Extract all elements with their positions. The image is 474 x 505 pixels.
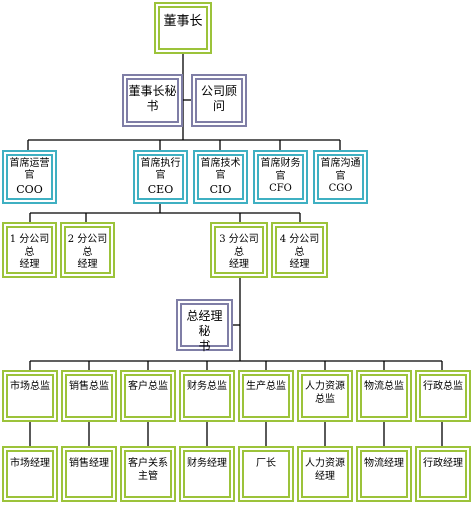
manager-label-8: 行政经理 — [423, 458, 463, 469]
ceo-line3: CEO — [147, 182, 174, 196]
director-box-3: 客户总监 — [120, 370, 176, 422]
chairman-box: 董事长 — [154, 2, 212, 54]
cfo-box: 首席财务 官 CFO — [253, 150, 308, 204]
cio-box: 首席技术 官 CIO — [193, 150, 248, 204]
manager-box-4: 财务经理 — [179, 446, 235, 502]
director-box-1: 市场总监 — [2, 370, 58, 422]
director-box-6: 人力资源 总监 — [297, 370, 353, 422]
cfo-line2: 官 — [275, 170, 286, 182]
director-box-4: 财务总监 — [179, 370, 235, 422]
consultant-label: 公司顾问 — [200, 84, 237, 113]
director-label-6-line2: 总监 — [315, 393, 335, 405]
branch-4-line1: 4 分公司总 — [279, 234, 320, 258]
chairman-secretary-label-line2: 书 — [146, 99, 159, 113]
manager-box-6: 人力资源 经理 — [297, 446, 353, 502]
cio-line3: CIO — [209, 182, 232, 196]
branch-2-line2: 经理 — [77, 259, 98, 270]
cgo-line2: 官 — [335, 170, 346, 182]
director-label-6-line1: 人力资源 — [305, 381, 345, 392]
manager-label-1: 市场经理 — [10, 458, 50, 469]
cgo-line1: 首席沟通 — [320, 158, 361, 170]
coo-box: 首席运营 官 COO — [2, 150, 57, 204]
director-box-2: 销售总监 — [61, 370, 117, 422]
branch-1-box: 1 分公司总 经理 — [2, 222, 57, 278]
branch-1-line1: 1 分公司总 — [9, 234, 50, 258]
cgo-line3: CGO — [328, 183, 353, 195]
director-label-7: 物流总监 — [364, 381, 404, 392]
director-box-5: 生产总监 — [238, 370, 294, 422]
cgo-box: 首席沟通 官 CGO — [313, 150, 368, 204]
cfo-line3: CFO — [269, 183, 292, 195]
manager-label-6-line1: 人力资源 — [305, 458, 345, 469]
chairman-label: 董事长 — [163, 14, 203, 29]
manager-box-3: 客户关系 主管 — [120, 446, 176, 502]
branch-4-box: 4 分公司总 经理 — [271, 222, 328, 278]
manager-box-1: 市场经理 — [2, 446, 58, 502]
cio-line1: 首席技术 — [200, 157, 241, 169]
manager-box-7: 物流经理 — [356, 446, 412, 502]
cio-line2: 官 — [215, 170, 226, 182]
manager-label-3-line2: 主管 — [138, 470, 158, 482]
branch-3-line1: 3 分公司总 — [219, 234, 259, 258]
gm-secretary-line2: 书 — [198, 339, 211, 353]
consultant-box: 公司顾问 — [191, 74, 247, 127]
branch-3-box: 3 分公司总 经理 — [210, 222, 268, 278]
coo-line2: 官 — [24, 170, 35, 182]
director-label-5: 生产总监 — [246, 381, 286, 392]
director-box-7: 物流总监 — [356, 370, 412, 422]
manager-label-5: 厂长 — [256, 458, 276, 469]
director-label-3: 客户总监 — [128, 381, 168, 392]
branch-2-box: 2 分公司总 经理 — [60, 222, 115, 278]
manager-label-4: 财务经理 — [187, 458, 227, 469]
manager-box-5: 厂长 — [238, 446, 294, 502]
ceo-box: 首席执行 官 CEO — [133, 150, 188, 204]
branch-4-line2: 经理 — [289, 259, 310, 270]
gm-secretary-box: 总经理秘 书 — [176, 299, 233, 353]
director-label-4: 财务总监 — [187, 381, 227, 392]
manager-box-2: 销售经理 — [61, 446, 117, 502]
manager-label-6-line2: 经理 — [315, 470, 335, 482]
ceo-line1: 首席执行 — [140, 157, 181, 169]
manager-label-7: 物流经理 — [364, 458, 404, 469]
director-label-1: 市场总监 — [10, 381, 50, 392]
chairman-secretary-box: 董事长秘 书 — [122, 74, 183, 127]
gm-secretary-line1: 总经理秘 — [186, 309, 223, 338]
cfo-line1: 首席财务 — [260, 158, 301, 170]
chairman-secretary-label-line1: 董事长秘 — [128, 84, 177, 98]
manager-label-2: 销售经理 — [69, 458, 109, 469]
branch-3-line2: 经理 — [229, 259, 249, 270]
coo-line3: COO — [16, 182, 43, 196]
director-box-8: 行政总监 — [415, 370, 471, 422]
manager-box-8: 行政经理 — [415, 446, 471, 502]
coo-line1: 首席运营 — [9, 157, 50, 169]
manager-label-3-line1: 客户关系 — [128, 458, 168, 469]
director-label-8: 行政总监 — [423, 381, 463, 392]
branch-2-line1: 2 分公司总 — [67, 234, 108, 258]
director-label-2: 销售总监 — [69, 381, 109, 392]
branch-1-line2: 经理 — [19, 259, 40, 270]
ceo-line2: 官 — [155, 170, 166, 182]
